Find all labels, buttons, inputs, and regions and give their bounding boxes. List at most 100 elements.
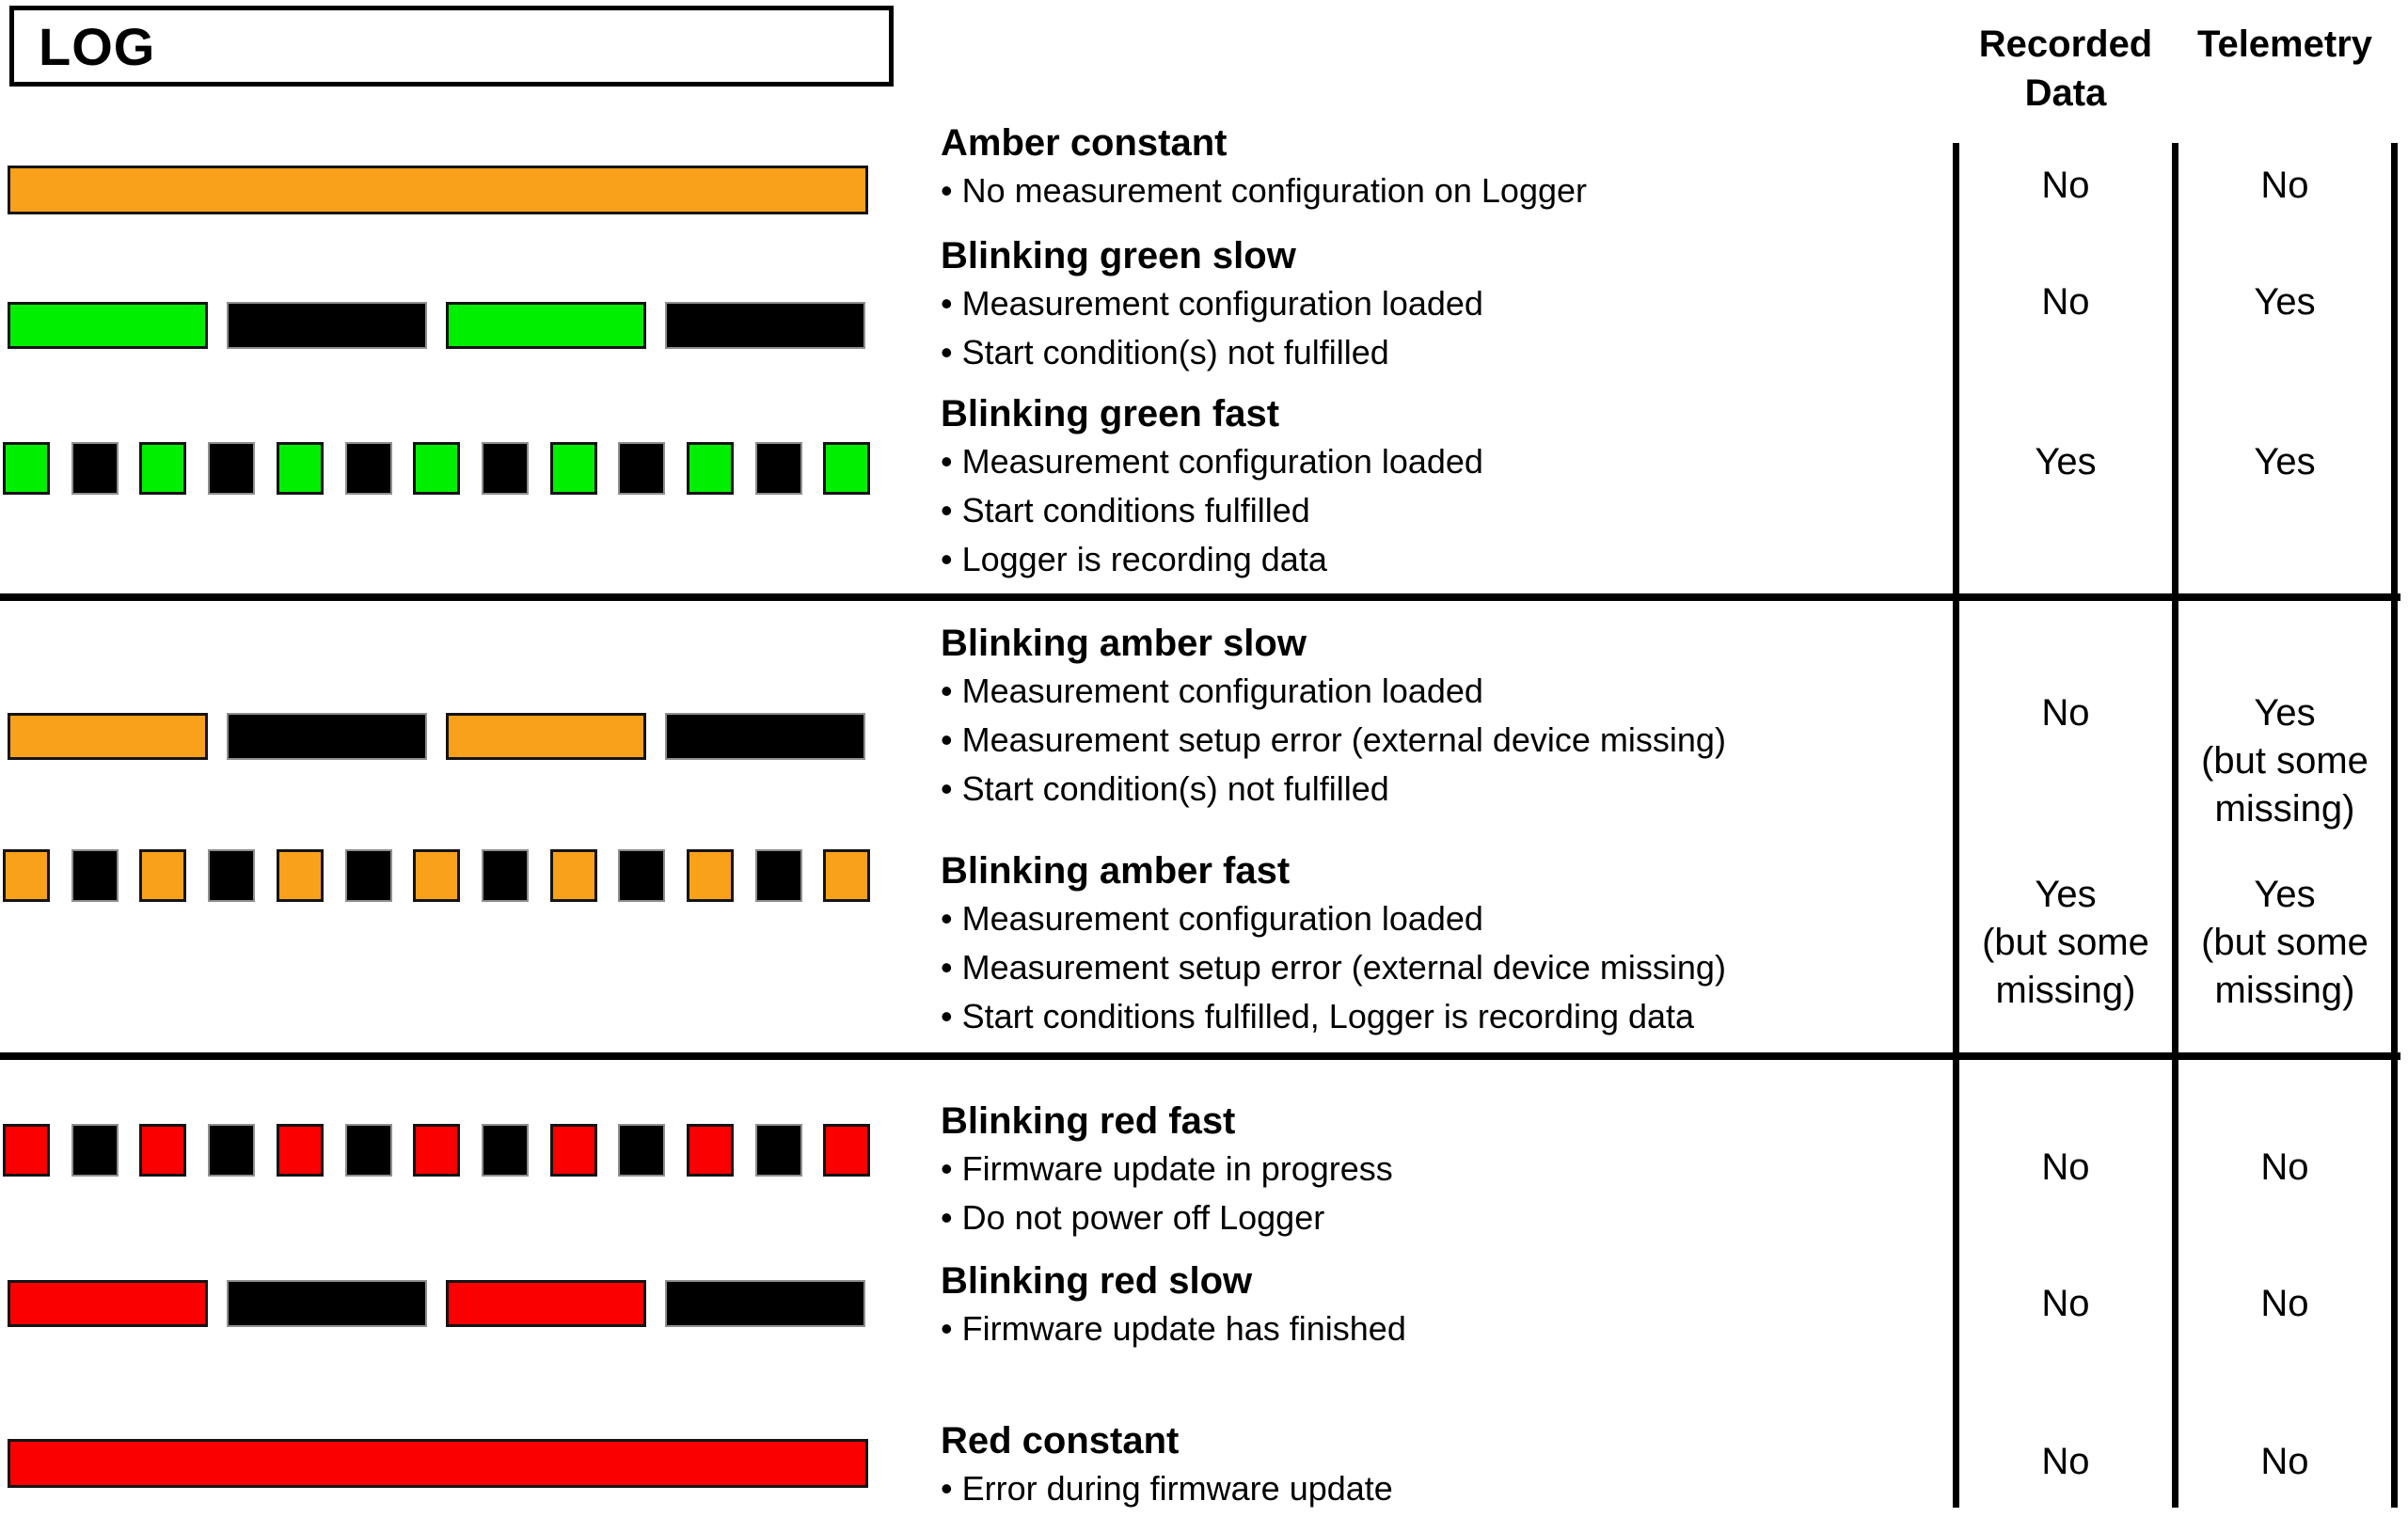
led-pattern-blinking-red-slow <box>8 1280 865 1327</box>
led-off-block <box>227 1280 427 1327</box>
log-label: LOG <box>39 16 156 76</box>
row-bullet: • Measurement configuration loaded <box>941 284 1483 323</box>
led-pattern-blinking-red-fast <box>3 1124 871 1177</box>
recorded-data-value: No <box>2041 281 2090 323</box>
row-bullet: • Firmware update in progress <box>941 1149 1393 1188</box>
led-on-block <box>550 849 597 902</box>
led-pattern-blinking-amber-fast <box>3 849 871 902</box>
telemetry-value: No <box>2260 1441 2309 1482</box>
led-on-block <box>3 1124 50 1177</box>
led-on-block <box>823 1124 870 1177</box>
row-bullet: • Start condition(s) not fulfilled <box>941 769 1389 808</box>
row-bullet: • Start conditions fulfilled, Logger is … <box>941 997 1695 1035</box>
section-divider-line <box>0 593 2400 601</box>
led-on-block <box>139 1124 186 1177</box>
column-divider-line <box>2172 143 2178 1508</box>
led-on-block <box>139 849 186 902</box>
led-on-block <box>8 713 208 760</box>
led-off-block <box>208 849 255 902</box>
led-on-block <box>687 1124 734 1177</box>
led-on-block <box>550 442 597 495</box>
led-on-block <box>446 1280 646 1327</box>
row-bullet: • Measurement configuration loaded <box>941 442 1483 481</box>
led-on-block <box>550 1124 597 1177</box>
led-off-block <box>665 1280 865 1327</box>
row-bullet: • Start conditions fulfilled <box>941 491 1310 529</box>
recorded-data-value: No <box>2041 1441 2090 1482</box>
led-off-block <box>227 713 427 760</box>
row-bullet: • Measurement configuration loaded <box>941 672 1483 710</box>
led-on-block <box>277 1124 324 1177</box>
column-header-recorded-data: Data <box>2024 72 2107 114</box>
recorded-data-value: No <box>2041 692 2090 734</box>
column-header-recorded: Recorded <box>1978 24 2153 65</box>
led-off-block <box>618 849 665 902</box>
row-bullet: • Measurement configuration loaded <box>941 899 1483 938</box>
led-on-block <box>823 442 870 495</box>
led-off-block <box>71 1124 119 1177</box>
led-off-block <box>482 849 529 902</box>
row-heading-blinking-green-slow: Blinking green slow <box>941 235 1296 277</box>
recorded-data-value: No <box>2041 1283 2090 1324</box>
led-on-block <box>3 849 50 902</box>
led-on-block <box>8 166 868 214</box>
recorded-data-value: Yes <box>2035 441 2097 482</box>
led-off-block <box>665 302 865 349</box>
led-on-block <box>446 302 646 349</box>
section-divider-line <box>0 1052 2400 1060</box>
led-pattern-amber-constant <box>8 166 868 214</box>
led-off-block <box>482 442 529 495</box>
column-divider-line <box>2391 143 2398 1508</box>
row-bullet: • Firmware update has finished <box>941 1309 1406 1348</box>
led-off-block <box>482 1124 529 1177</box>
led-pattern-blinking-green-fast <box>3 442 871 495</box>
telemetry-value: No <box>2260 1146 2309 1188</box>
row-bullet: • Logger is recording data <box>941 540 1327 578</box>
led-off-block <box>665 713 865 760</box>
led-off-block <box>71 442 119 495</box>
led-on-block <box>413 442 460 495</box>
row-heading-blinking-red-fast: Blinking red fast <box>941 1100 1236 1142</box>
telemetry-value: No <box>2260 165 2309 206</box>
led-off-block <box>755 1124 802 1177</box>
led-off-block <box>755 442 802 495</box>
led-off-block <box>345 442 392 495</box>
led-on-block <box>8 302 208 349</box>
column-divider-line <box>1953 143 1959 1508</box>
row-heading-blinking-green-fast: Blinking green fast <box>941 393 1280 435</box>
row-bullet: • Measurement setup error (external devi… <box>941 720 1726 759</box>
led-pattern-red-constant <box>8 1439 868 1488</box>
row-bullet: • Do not power off Logger <box>941 1198 1325 1237</box>
row-heading-amber-constant: Amber constant <box>941 122 1228 164</box>
led-on-block <box>687 442 734 495</box>
led-off-block <box>227 302 427 349</box>
row-heading-blinking-red-slow: Blinking red slow <box>941 1260 1253 1302</box>
recorded-data-value: Yes (but some missing) <box>1982 874 2149 1011</box>
led-on-block <box>413 1124 460 1177</box>
row-bullet: • Measurement setup error (external devi… <box>941 948 1726 987</box>
recorded-data-value: No <box>2041 1146 2090 1188</box>
led-on-block <box>8 1280 208 1327</box>
row-heading-red-constant: Red constant <box>941 1420 1180 1462</box>
column-header-telemetry: Telemetry <box>2196 24 2372 65</box>
led-off-block <box>345 1124 392 1177</box>
telemetry-value: Yes (but some missing) <box>2201 874 2368 1011</box>
led-pattern-blinking-green-slow <box>8 302 865 349</box>
led-on-block <box>446 713 646 760</box>
led-off-block <box>71 849 119 902</box>
led-off-block <box>208 1124 255 1177</box>
row-bullet: • Error during firmware update <box>941 1469 1393 1508</box>
led-on-block <box>687 849 734 902</box>
telemetry-value: Yes <box>2254 281 2316 323</box>
row-heading-blinking-amber-slow: Blinking amber slow <box>941 623 1307 664</box>
telemetry-value: Yes <box>2254 441 2316 482</box>
led-on-block <box>3 442 50 495</box>
led-off-block <box>618 1124 665 1177</box>
led-on-block <box>277 442 324 495</box>
telemetry-value: No <box>2260 1283 2309 1324</box>
row-bullet: • No measurement configuration on Logger <box>941 171 1588 210</box>
led-off-block <box>208 442 255 495</box>
led-on-block <box>139 442 186 495</box>
led-pattern-blinking-amber-slow <box>8 713 865 760</box>
row-heading-blinking-amber-fast: Blinking amber fast <box>941 850 1291 892</box>
